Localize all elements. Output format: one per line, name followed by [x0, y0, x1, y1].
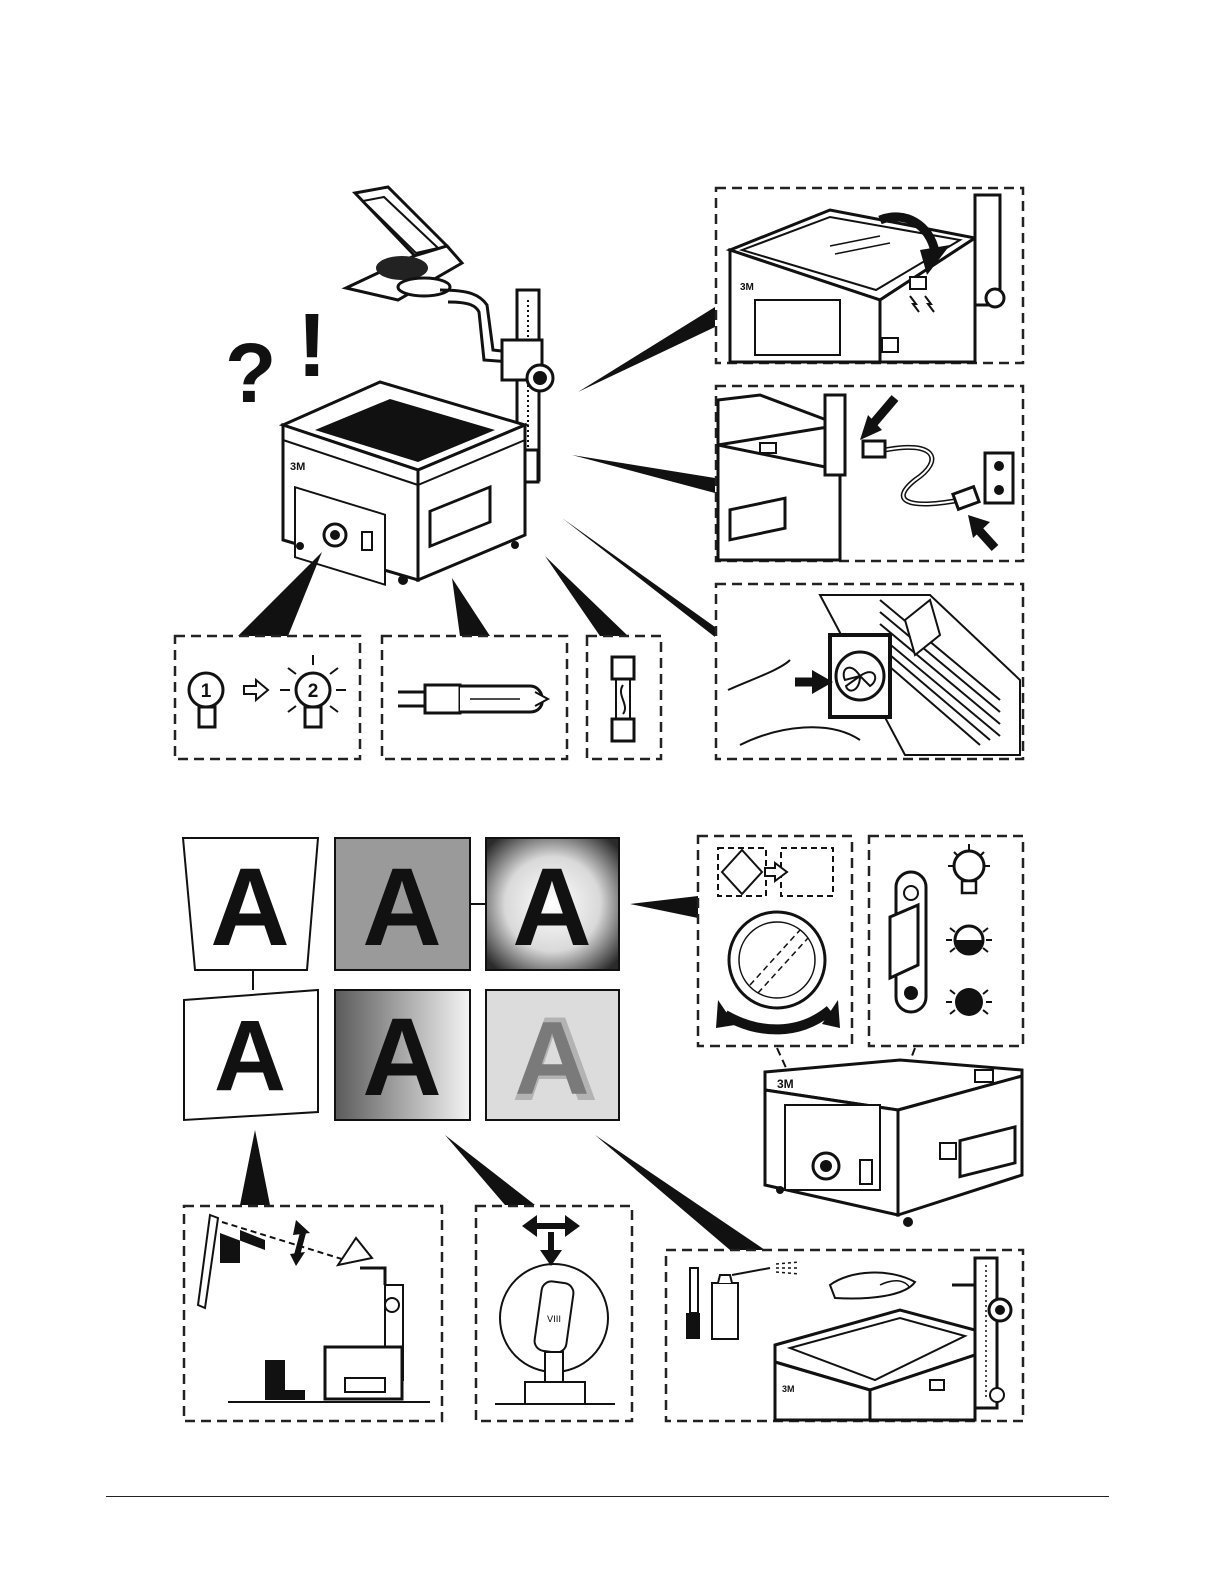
footer-divider	[106, 1496, 1109, 1497]
lamp-1-label: 1	[201, 681, 212, 702]
projection-head	[346, 187, 462, 300]
letter-a-dark-corners: A	[512, 846, 591, 969]
wall-outlet-icon	[985, 453, 1013, 503]
exclamation-mark: !	[297, 296, 327, 396]
panel-cleaning: 3M	[666, 1250, 1023, 1421]
fan-icon	[830, 635, 890, 717]
mirror-lens-icon	[729, 912, 825, 1008]
panel-halogen-lamp	[382, 636, 567, 759]
panel-stage-glass: 3M	[716, 188, 1023, 363]
power-switch	[362, 532, 372, 550]
panel-brightness-switch	[869, 836, 1023, 1046]
letter-a-uneven: A	[362, 996, 441, 1119]
brand-logo-cleaning: 3M	[782, 1384, 795, 1394]
projector-base: 3M	[283, 382, 525, 585]
letter-a-keystone-side: A	[214, 1000, 286, 1112]
panel-fuse	[587, 636, 661, 759]
letter-a-blurry: A	[514, 1001, 589, 1117]
focus-knob	[527, 365, 553, 391]
panel-lamp-switch: 1 2	[175, 636, 360, 759]
brand-logo-closeup: 3M	[777, 1077, 794, 1091]
panel-power-cord	[716, 386, 1023, 561]
letter-a-dim: A	[362, 846, 441, 969]
low-setting-icon	[904, 986, 918, 1000]
projector-front-closeup: 3M	[765, 1060, 1022, 1227]
high-setting-icon	[904, 886, 918, 900]
bulb-marking: VIII	[547, 1315, 561, 1325]
overhead-projector-main: ? ! 3M	[225, 187, 553, 585]
panel-cooling-fan	[716, 584, 1023, 759]
brand-logo-panel1: 3M	[740, 282, 754, 293]
panel-screen-distance	[184, 1206, 442, 1421]
panel-lamp-centering: VIII	[476, 1206, 632, 1421]
rocker-switch	[890, 905, 918, 978]
lamp-2-label: 2	[308, 681, 319, 702]
fuse-icon	[612, 657, 634, 741]
panel-head-mirror	[698, 836, 852, 1046]
image-quality-grid: A A A A A A A	[183, 838, 619, 1126]
brand-logo: 3M	[290, 461, 305, 473]
question-mark: ?	[225, 326, 276, 420]
letter-a-keystone-top: A	[210, 846, 289, 969]
